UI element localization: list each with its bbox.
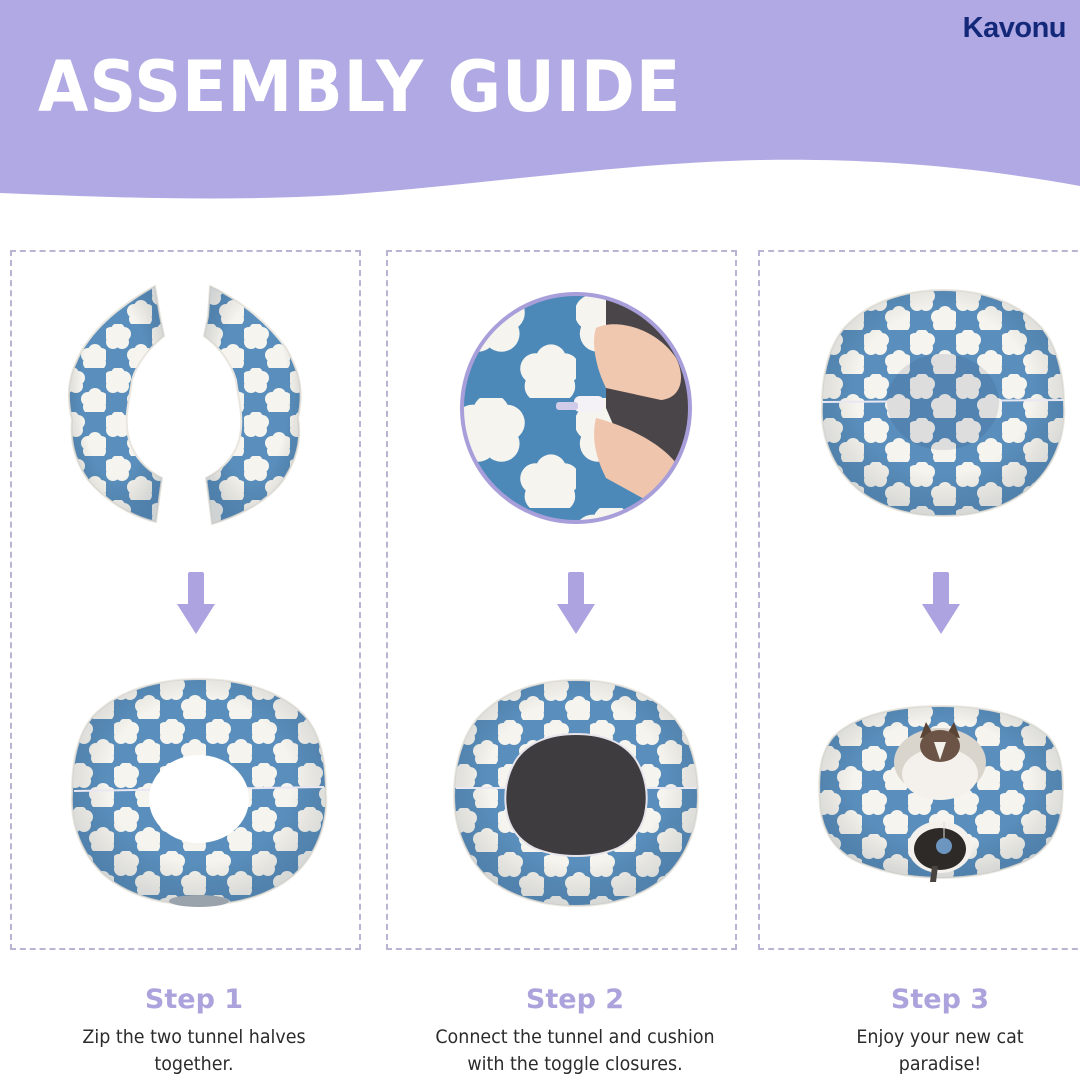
down-arrow-icon xyxy=(557,572,595,634)
step-2-panel xyxy=(386,250,737,950)
step-1-description: Zip the two tunnel halves together. xyxy=(28,1024,359,1078)
assembled-cat-bed-image xyxy=(820,288,1066,518)
step-3-description: Enjoy your new cat paradise! xyxy=(774,1024,1080,1078)
step-1-description-line-1: Zip the two tunnel halves xyxy=(82,1026,306,1048)
cats-using-bed-image xyxy=(818,704,1064,882)
zipped-ring-image xyxy=(70,677,328,907)
ring-with-cushion-image xyxy=(452,678,700,908)
step-2-description: Connect the tunnel and cushion with the … xyxy=(409,1024,740,1078)
two-tunnel-halves-image xyxy=(67,284,302,526)
step-3-description-line-2: paradise! xyxy=(898,1053,982,1075)
down-arrow-icon xyxy=(177,572,215,634)
down-arrow-icon xyxy=(922,572,960,634)
step-3-description-line-1: Enjoy your new cat xyxy=(856,1026,1024,1048)
step-1-panel xyxy=(10,250,361,950)
step-3-caption: Step 3 Enjoy your new cat paradise! xyxy=(760,980,1080,1078)
step-3-panel xyxy=(758,250,1080,950)
step-1-description-line-2: together. xyxy=(154,1053,234,1075)
page-title: ASSEMBLY GUIDE xyxy=(38,46,682,128)
step-1-caption: Step 1 Zip the two tunnel halves togethe… xyxy=(14,980,374,1078)
step-1-title: Step 1 xyxy=(144,984,244,1015)
step-2-description-line-2: with the toggle closures. xyxy=(467,1053,683,1075)
brand-logo: Kavonu xyxy=(962,12,1067,44)
toggle-closure-closeup-image xyxy=(460,292,692,524)
step-2-description-line-1: Connect the tunnel and cushion xyxy=(435,1026,715,1048)
step-2-title: Step 2 xyxy=(525,984,625,1015)
step-2-caption: Step 2 Connect the tunnel and cushion wi… xyxy=(395,980,755,1078)
step-3-title: Step 3 xyxy=(890,984,990,1015)
header-banner xyxy=(0,0,1080,199)
